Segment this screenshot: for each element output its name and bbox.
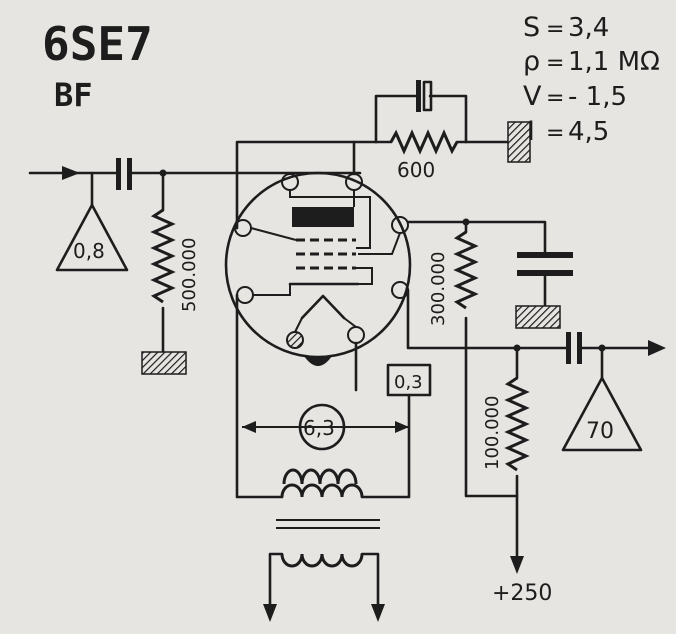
dimension-arrow-icon (395, 421, 409, 433)
output-arrow-icon (648, 340, 666, 356)
plate-resistor (504, 376, 530, 472)
bypass-capacitor-plate (422, 80, 433, 112)
param-value: 1,1 MΩ (568, 47, 660, 77)
heater-current-label: 0,3 (394, 372, 423, 393)
param-value: 3,4 (568, 13, 609, 43)
screen-wire (406, 220, 547, 254)
tube-name: 6SE7 (42, 17, 153, 71)
grid-resistor (150, 208, 176, 304)
screen-resistor-label: 300.000 (428, 252, 449, 326)
vacuum-tube (224, 171, 412, 366)
param-label: S (523, 12, 540, 43)
tube-key (304, 356, 332, 366)
param-equals: = (546, 17, 564, 42)
param-label: V (523, 81, 542, 112)
input-arrow-icon (62, 166, 80, 180)
tube-anode (292, 207, 354, 227)
param-value: 4,5 (568, 117, 609, 147)
cathode-resistor (389, 129, 459, 155)
supply-arrow-icon (510, 556, 524, 574)
plate-wire (406, 288, 568, 350)
output-level-label: 70 (586, 419, 614, 444)
plate-resistor-label: 100.000 (482, 396, 503, 470)
param-equals: = (546, 51, 564, 76)
mains-arrow-icon (371, 604, 385, 622)
param-label: I (527, 116, 535, 147)
mains-arrow-icon (263, 604, 277, 622)
tube-pin (347, 326, 365, 344)
input-capacitor-plate (116, 158, 121, 190)
tube-pin-hatched (286, 331, 304, 349)
tube-heater (300, 294, 346, 320)
supply-label: +250 (492, 581, 552, 606)
transformer-primary (280, 553, 364, 568)
cathode-resistor-label: 600 (397, 158, 435, 182)
dimension-arrow-icon (242, 421, 256, 433)
cathode-section: 600 (235, 80, 531, 230)
plate-section: 300.000 70 100.000 +250 (406, 218, 666, 606)
screen-resistor (453, 230, 479, 310)
screen-capacitor-plate (517, 252, 573, 258)
tube-type: BF (54, 76, 93, 114)
parameter-list: S = 3,4 ρ = 1,1 MΩ V = - 1,5 I = 4,5 (523, 12, 660, 147)
ground-symbol (515, 305, 561, 329)
output-capacitor-plate (566, 332, 571, 364)
heater-voltage-circle (298, 403, 346, 451)
ground-symbol (141, 351, 187, 375)
param-value: - 1,5 (568, 82, 627, 112)
tube-pin (236, 286, 254, 304)
heater-voltage-label: 6,3 (303, 416, 335, 440)
param-equals: = (546, 121, 564, 146)
heater-section: 0,3 6,3 (235, 293, 432, 622)
screen-capacitor-plate (517, 270, 573, 276)
input-level-label: 0,8 (73, 239, 105, 263)
param-equals: = (546, 86, 564, 111)
input-capacitor-plate (127, 158, 132, 190)
transformer-secondary (280, 483, 364, 498)
tube-envelope (224, 171, 412, 359)
grid-resistor-label: 500.000 (179, 238, 200, 312)
ground-symbol (507, 121, 531, 163)
input-level-triangle (55, 203, 129, 272)
bypass-capacitor-plate (416, 80, 421, 112)
input-section: 0,8 500.000 (28, 158, 362, 375)
cathode-wire (235, 140, 378, 230)
param-label: ρ (523, 46, 540, 77)
output-capacitor-plate (577, 332, 582, 364)
heater-wire (235, 293, 284, 499)
output-level-triangle (561, 376, 643, 452)
